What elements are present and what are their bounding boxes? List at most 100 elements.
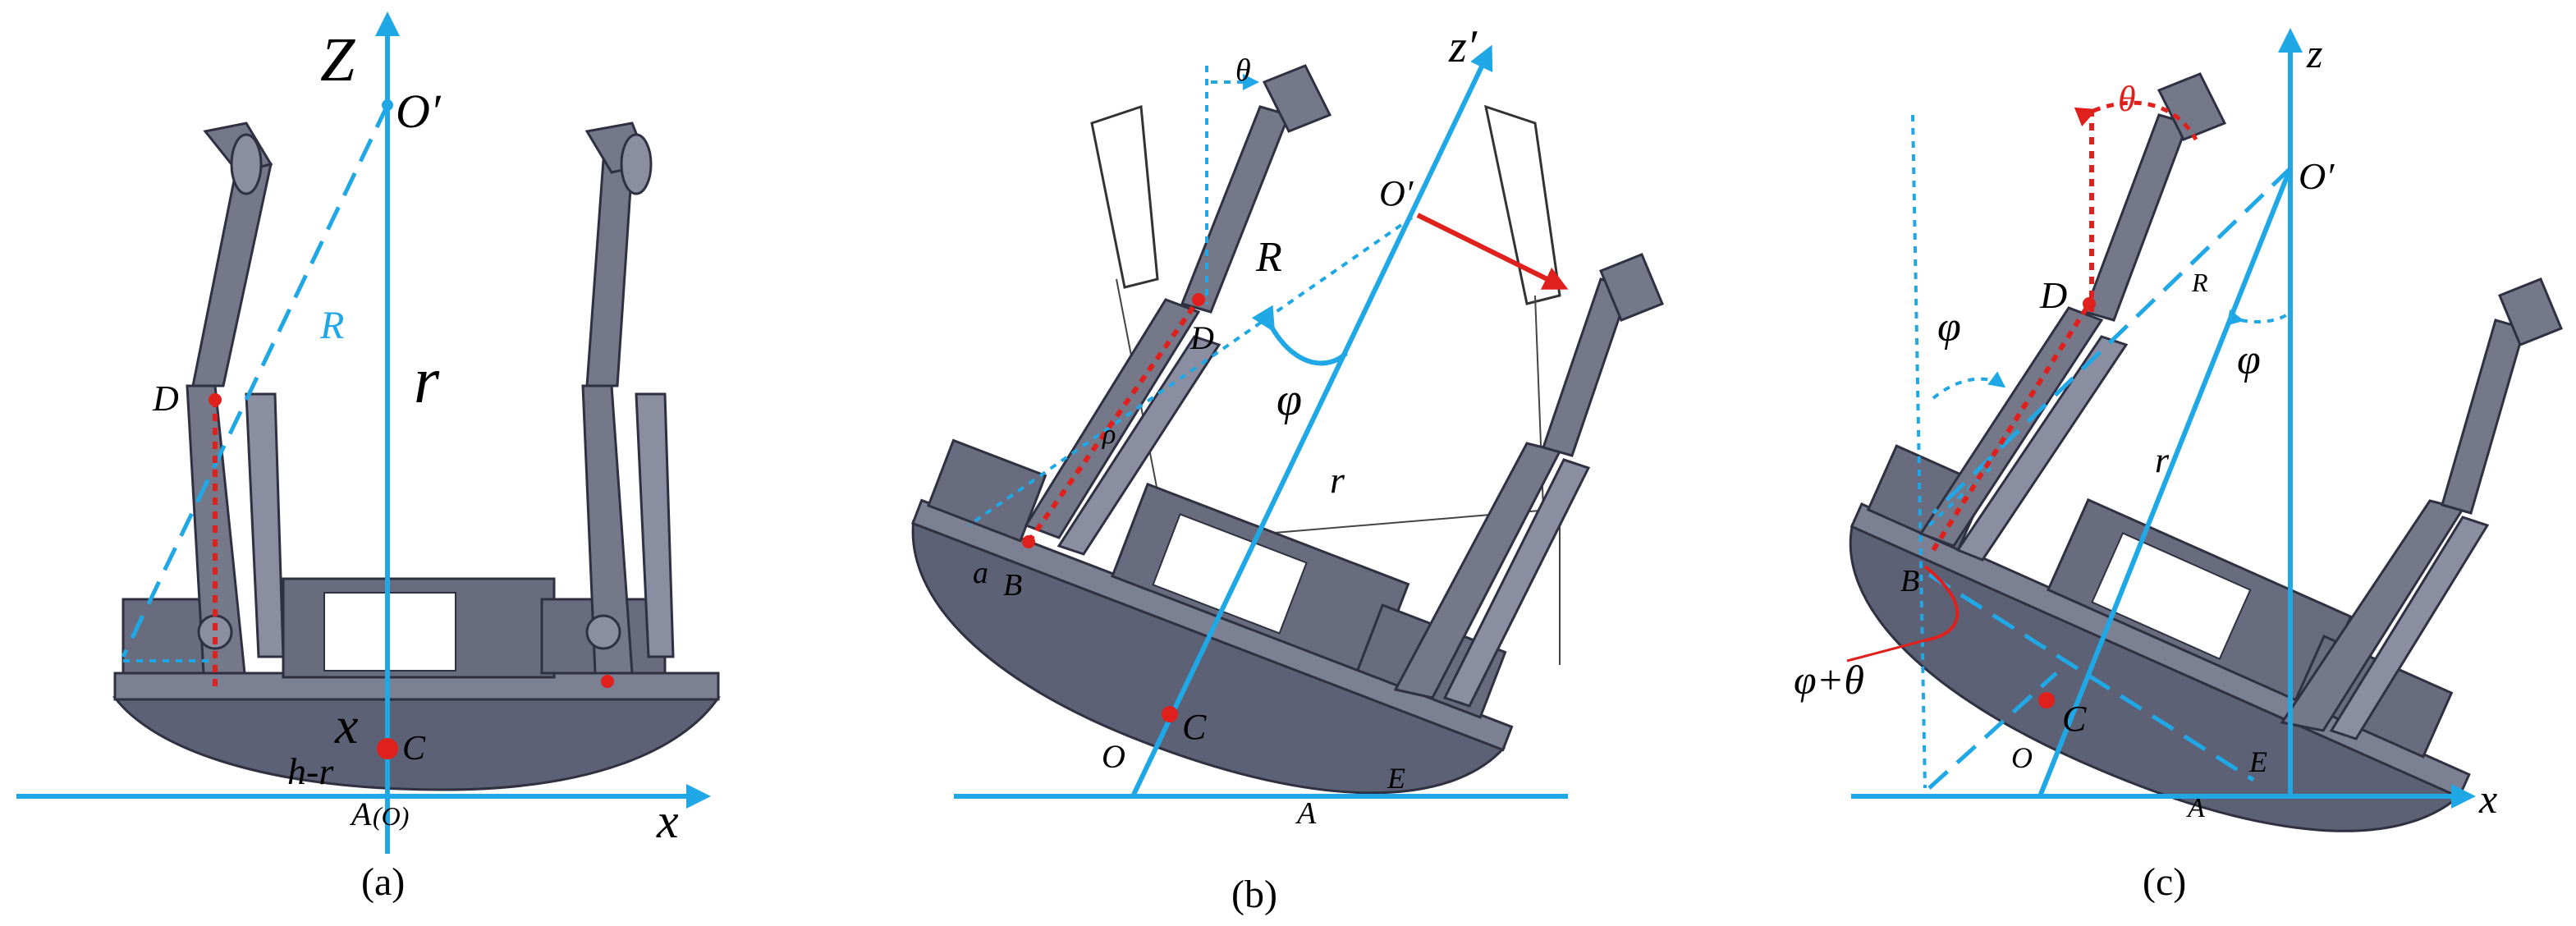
label-r-a: r [414,345,440,417]
red-arrow-b [1416,213,1569,290]
label-phi-plus-theta-c: φ+θ [1794,657,1864,703]
left-foot-b [1262,64,1332,133]
electronics-window-b [1152,513,1308,635]
label-c-b: C [1182,707,1207,747]
radius-line-a [121,103,390,658]
label-r-cap-a: R [319,304,344,347]
robot-a [112,121,721,791]
lower-dashed-c [1927,672,2058,790]
left-leg-link-a [245,392,285,658]
label-z-c: z [2306,30,2322,76]
label-b-c: B [1900,564,1919,598]
label-phi-right-c: φ [2237,337,2261,383]
ghost-right-leg-b [1483,104,1561,305]
right-foot-c [2498,277,2563,346]
label-theta-c: θ [2118,79,2136,119]
red-dotted-leg-c [1931,302,2092,552]
right-leg-link-b [1442,458,1591,708]
label-o-prime-b: O′ [1379,173,1414,213]
radius-dotted-b [967,216,1414,527]
right-leg-upper-c [2441,319,2526,515]
point-c-b [1162,706,1178,722]
label-o-prime-c: O′ [2299,155,2335,197]
label-rho-b: ρ [1102,419,1116,450]
label-o-b: O [1102,738,1125,775]
label-o-paren-a: (O) [373,801,409,831]
right-leg-link-a [635,392,675,658]
chord-line-c [1927,572,2255,782]
phi-arc-right-c [2226,309,2292,326]
ghost-left-leg-b [1090,104,1159,289]
left-leg-link-b [1057,335,1222,556]
label-r-b: r [1330,459,1345,501]
label-r-cap-b: R [1255,234,1282,281]
label-theta-b: θ [1235,53,1251,88]
caption-b: (b) [1231,873,1277,916]
left-foot-c [2157,72,2227,141]
point-c-c [2038,692,2055,708]
panel-a: Z x O′ R r D C h-r A (O) x (a) [16,11,721,904]
label-o-prime-a: O′ [396,85,442,138]
label-z-prime-b: z′ [1448,21,1478,72]
caption-a: (a) [361,860,405,904]
r-line-c [2037,167,2293,798]
label-x-axis-a: x [656,794,679,848]
right-leg-link-c [2329,516,2490,740]
label-phi-b: φ [1277,374,1302,425]
phi-arc-left-c [1932,371,2006,400]
label-e-b: E [1387,762,1405,795]
vertical-dotted-c [1911,114,1927,789]
label-r-c: r [2155,440,2170,480]
caption-c: (c) [2143,860,2186,904]
right-joint-a [585,614,621,650]
label-a-c: A [2186,793,2205,823]
left-leg-upper-c [2083,113,2189,322]
curved-hull-b [911,520,1506,795]
curved-hull-c [1849,523,2463,832]
curved-hull-a [112,696,721,791]
left-leg-link-c [1955,335,2129,562]
z-prime-axis-b [1130,44,1493,798]
label-x-a: x [334,696,358,754]
phi-arc-b [1251,305,1349,366]
red-leader-c [1846,639,1926,662]
label-x-c: x [2478,776,2497,822]
point-o-prime-a [382,99,393,111]
red-bracket-c [1923,565,1960,642]
label-e-c: E [2248,745,2267,778]
label-o-c: O [2011,741,2033,774]
label-a-small-b: a [973,556,988,590]
left-foot-pad-a [230,133,263,195]
left-leg-upper-b [1180,105,1291,314]
label-phi-left-c: φ [1937,304,1961,351]
right-foot-b [1599,253,1664,322]
left-hip-b [927,438,1047,543]
point-d-a [209,393,222,406]
label-b-b: B [1003,568,1022,603]
label-z-a: Z [320,25,355,94]
label-a-a: A [349,795,372,832]
left-leg-lower-b [1024,298,1201,539]
ghost-legs-b [1090,104,1561,665]
panel-b: z′ θ O′ R D φ ρ r a B C O E A (b) [911,21,1664,916]
point-red-right-a [601,675,614,688]
label-d-c: D [2039,274,2067,316]
label-d-a: D [152,378,179,419]
label-c-a: C [402,730,426,768]
radius-line-c [1932,167,2292,515]
right-leg-upper-a [585,158,634,387]
theta-arc-c [2074,100,2198,141]
point-c-a [377,738,398,759]
point-b-b [1022,535,1035,548]
point-d-c [2083,297,2096,310]
label-a-b: A [1295,796,1317,831]
label-d-b: D [1189,319,1214,356]
label-r-cap-c: R [2191,268,2208,297]
left-leg-upper-a [191,158,273,387]
right-foot-pad-a [620,133,653,195]
panel-c: z x θ O′ D R φ φ r B φ+θ C O E A (c) [1794,28,2563,904]
point-d-b [1192,293,1205,306]
label-c-c: C [2062,699,2087,739]
